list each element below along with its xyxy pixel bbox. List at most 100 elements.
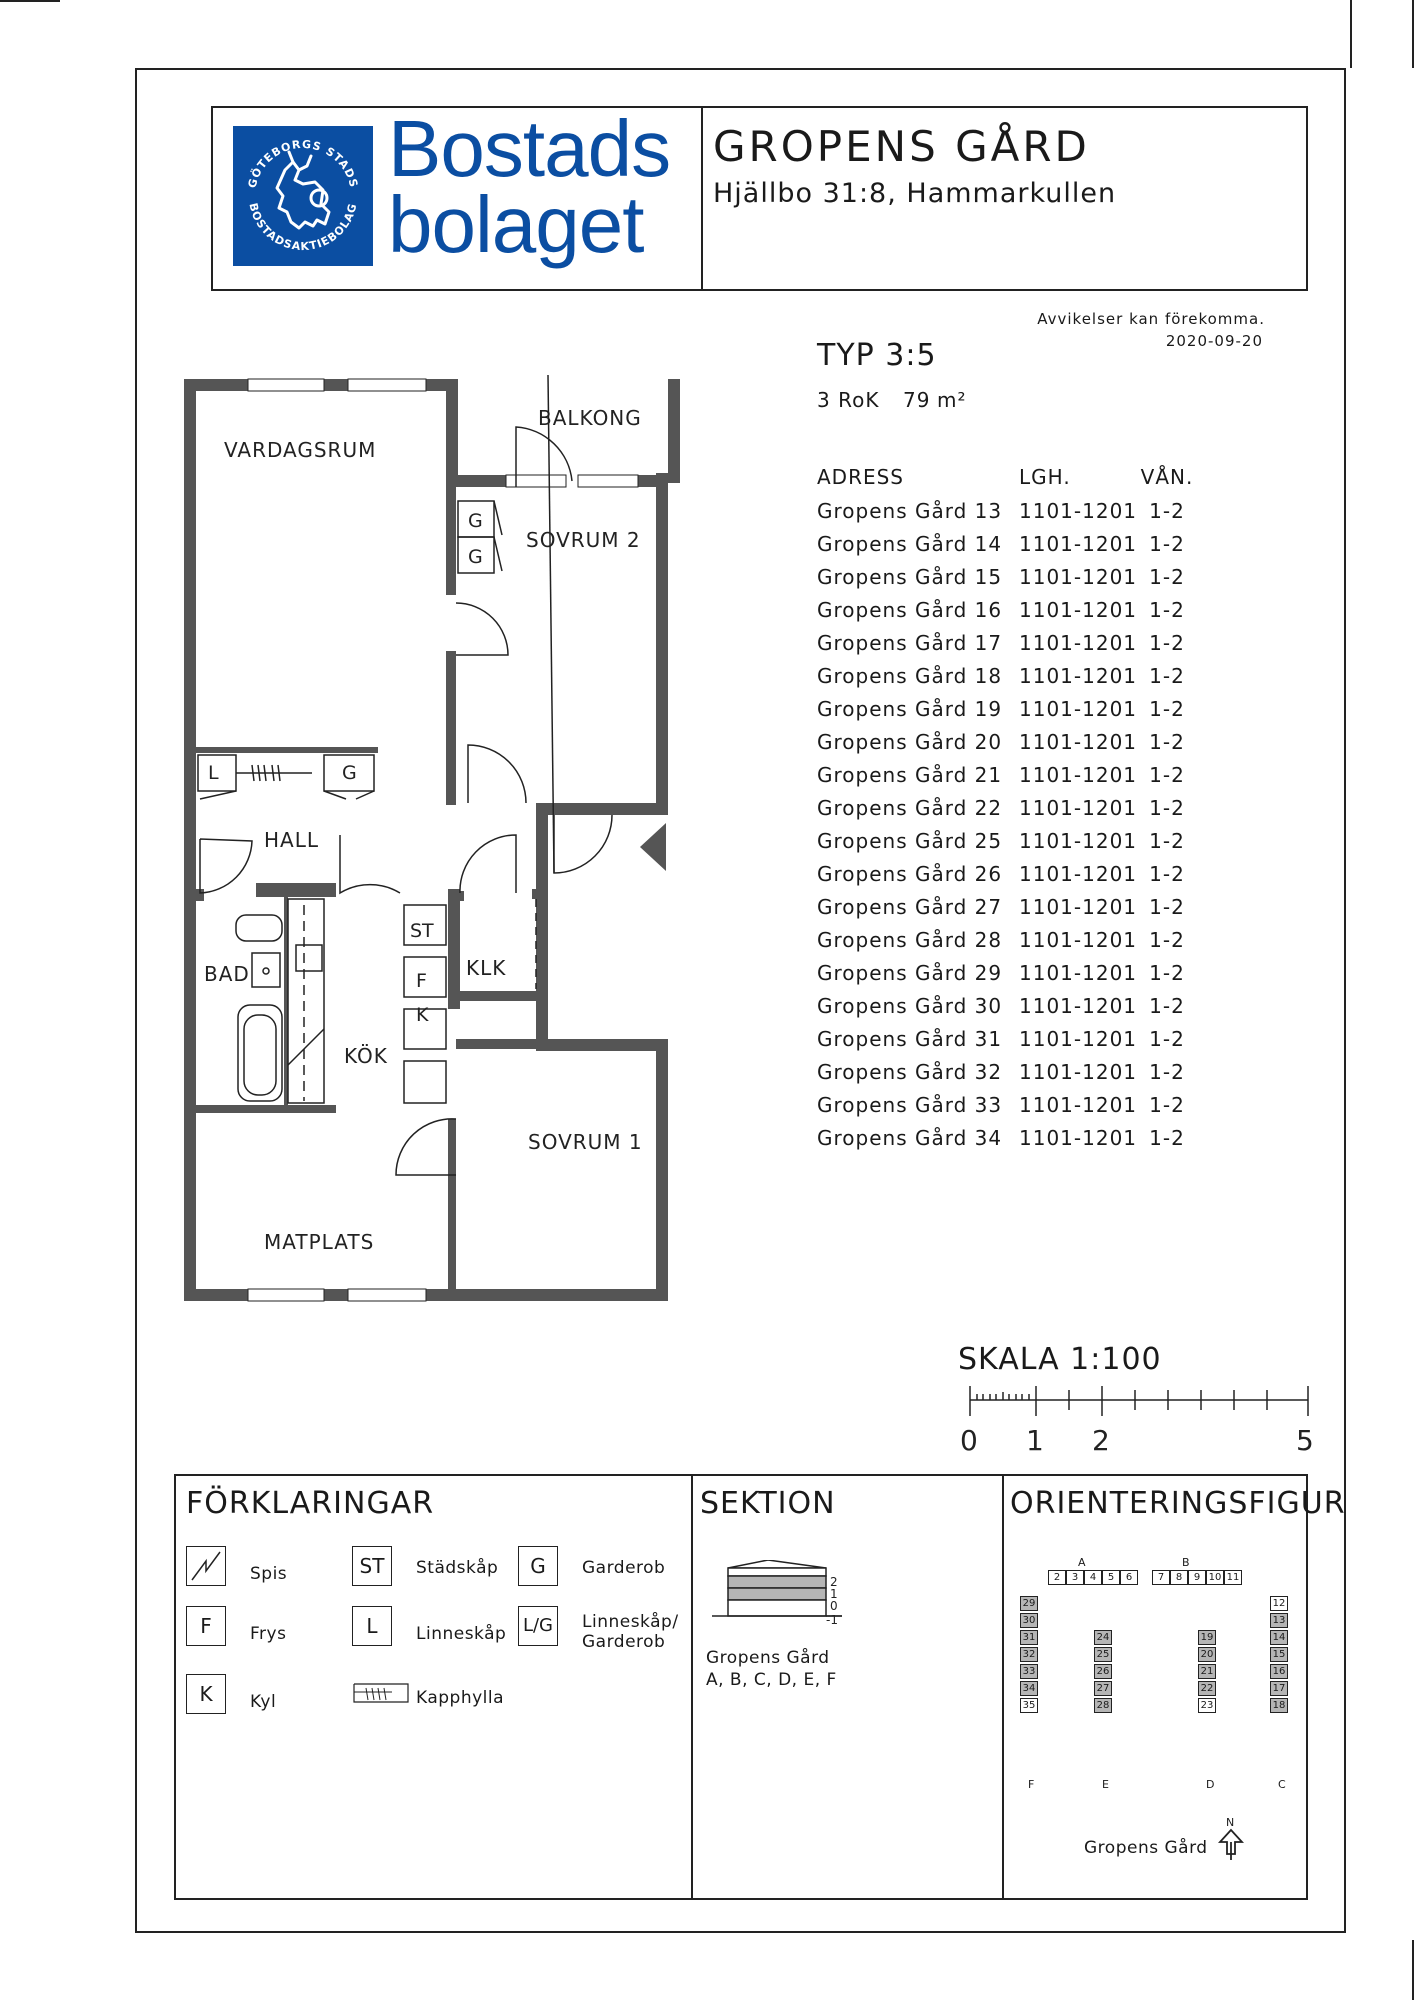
floor-cell: 1-2 — [1149, 795, 1185, 820]
apartment-cell: 1101-1201 — [1019, 1026, 1138, 1051]
orient-building-cell: 25 — [1094, 1647, 1112, 1662]
legend-label-kapphylla: Kapphylla — [416, 1688, 505, 1708]
plan-doors — [199, 375, 613, 1176]
address-cell: Gropens Gård 20 — [817, 729, 1003, 754]
north-arrow-icon — [1217, 1828, 1245, 1862]
address-cell: Gropens Gård 17 — [817, 630, 1003, 655]
orient-building-cell: 13 — [1270, 1613, 1288, 1628]
header-address: ADRESS — [817, 465, 905, 489]
floor-cell: 1-2 — [1149, 993, 1185, 1018]
floor-cell: 1-2 — [1149, 630, 1185, 655]
address-row: Gropens Gård 28 1101-1201 1-2 — [817, 923, 1197, 956]
orient-label-a: A — [1078, 1556, 1086, 1569]
orient-building-cell: 8 — [1170, 1570, 1188, 1585]
legend-label-spis: Spis — [250, 1564, 288, 1584]
orient-building-cell: 28 — [1094, 1698, 1112, 1713]
room-label-klk: KLK — [466, 956, 506, 980]
legend-symbol-g: G — [518, 1546, 558, 1586]
logo-ring-top-text: GÖTEBORGS STADS — [246, 138, 360, 190]
address-cell: Gropens Gård 14 — [817, 531, 1003, 556]
orient-label-c: C — [1278, 1778, 1286, 1791]
apartment-type: TYP 3:5 — [817, 338, 937, 373]
svg-text:GÖTEBORGS STADS: GÖTEBORGS STADS — [246, 138, 361, 190]
orient-building-cell: 35 — [1020, 1698, 1038, 1713]
address-cell: Gropens Gård 22 — [817, 795, 1003, 820]
legend-panel: FÖRKLARINGAR Spis ST Städskåp G Garderob… — [174, 1474, 1345, 1900]
legend-symbol-st: ST — [352, 1546, 392, 1586]
plan-windows — [247, 378, 639, 1302]
property-address: Hjällbo 31:8, Hammarkullen — [713, 178, 1117, 209]
orient-building-cell: 17 — [1270, 1681, 1288, 1696]
apartment-cell: 1101-1201 — [1019, 927, 1138, 952]
address-row: Gropens Gård 17 1101-1201 1-2 — [817, 626, 1197, 659]
address-cell: Gropens Gård 27 — [817, 894, 1003, 919]
room-label-vardagsrum: VARDAGSRUM — [224, 438, 376, 462]
apartment-cell: 1101-1201 — [1019, 630, 1138, 655]
apartment-cell: 1101-1201 — [1019, 498, 1138, 523]
address-row: Gropens Gård 22 1101-1201 1-2 — [817, 791, 1197, 824]
title-block: GÖTEBORGS STADS BOSTADSAKTIEBOLAG Bostad… — [211, 106, 1308, 291]
legend-label-frys: Frys — [250, 1624, 287, 1644]
deviation-notice: Avvikelser kan förekomma. — [1037, 310, 1265, 328]
apartment-cell: 1101-1201 — [1019, 1092, 1138, 1117]
legend-symbol-l: L — [352, 1606, 392, 1646]
scale-label-0: 0 — [960, 1424, 978, 1457]
apartment-cell: 1101-1201 — [1019, 795, 1138, 820]
scale-label-1: 1 — [1026, 1424, 1044, 1457]
orient-building-cell: 24 — [1094, 1630, 1112, 1645]
section-floor-1: 1 — [830, 1587, 838, 1601]
floor-cell: 1-2 — [1149, 1092, 1185, 1117]
legend-divider-2 — [1002, 1476, 1004, 1898]
crop-mark-bottom-right — [1412, 1940, 1414, 2000]
orient-building-cell: 20 — [1198, 1647, 1216, 1662]
address-cell: Gropens Gård 32 — [817, 1059, 1003, 1084]
room-label-sovrum1: SOVRUM 1 — [528, 1130, 643, 1154]
orient-building-cell: 19 — [1198, 1630, 1216, 1645]
section-floor-0: 0 — [830, 1599, 838, 1613]
crop-mark-top-right-edge — [1412, 0, 1414, 68]
room-label-sovrum2: SOVRUM 2 — [526, 528, 641, 552]
floor-cell: 1-2 — [1149, 927, 1185, 952]
address-cell: Gropens Gård 19 — [817, 696, 1003, 721]
orient-building-cell: 9 — [1188, 1570, 1206, 1585]
address-cell: Gropens Gård 18 — [817, 663, 1003, 688]
address-cell: Gropens Gård 28 — [817, 927, 1003, 952]
orient-building-cell: 27 — [1094, 1681, 1112, 1696]
floor-cell: 1-2 — [1149, 1125, 1185, 1150]
orient-building-cell: 4 — [1084, 1570, 1102, 1585]
orient-building-cell: 6 — [1120, 1570, 1138, 1585]
scale-label-2: 2 — [1092, 1424, 1110, 1457]
apartment-cell: 1101-1201 — [1019, 1125, 1138, 1150]
floor-cell: 1-2 — [1149, 597, 1185, 622]
legend-label-kyl: Kyl — [250, 1692, 277, 1712]
orient-building-cell: 2 — [1048, 1570, 1066, 1585]
orient-building-cell: 34 — [1020, 1681, 1038, 1696]
apartment-cell: 1101-1201 — [1019, 861, 1138, 886]
plan-symbol-st: ST — [410, 920, 434, 942]
orient-label-f: F — [1028, 1778, 1035, 1791]
scale-bar: 0 1 2 5 — [960, 1386, 1314, 1457]
plan-symbol-g1: G — [468, 510, 483, 532]
plan-symbol-k: K — [416, 1004, 429, 1026]
address-cell: Gropens Gård 21 — [817, 762, 1003, 787]
orient-label-d: D — [1206, 1778, 1215, 1791]
entrance-arrow-icon — [640, 823, 666, 871]
apartment-cell: 1101-1201 — [1019, 894, 1138, 919]
room-label-balkong: BALKONG — [538, 406, 642, 430]
address-cell: Gropens Gård 29 — [817, 960, 1003, 985]
orient-building-cell: 16 — [1270, 1664, 1288, 1679]
floor-cell: 1-2 — [1149, 894, 1185, 919]
floor-cell: 1-2 — [1149, 762, 1185, 787]
plan-closets-sovrum2 — [457, 500, 503, 574]
crop-mark-top-left — [0, 0, 60, 2]
room-label-bad: BAD — [204, 962, 250, 986]
orientation-caption: Gropens Gård — [1084, 1838, 1208, 1858]
floor-cell: 1-2 — [1149, 729, 1185, 754]
orient-label-e: E — [1102, 1778, 1109, 1791]
page-frame — [135, 68, 1346, 1933]
apartment-cell: 1101-1201 — [1019, 729, 1138, 754]
